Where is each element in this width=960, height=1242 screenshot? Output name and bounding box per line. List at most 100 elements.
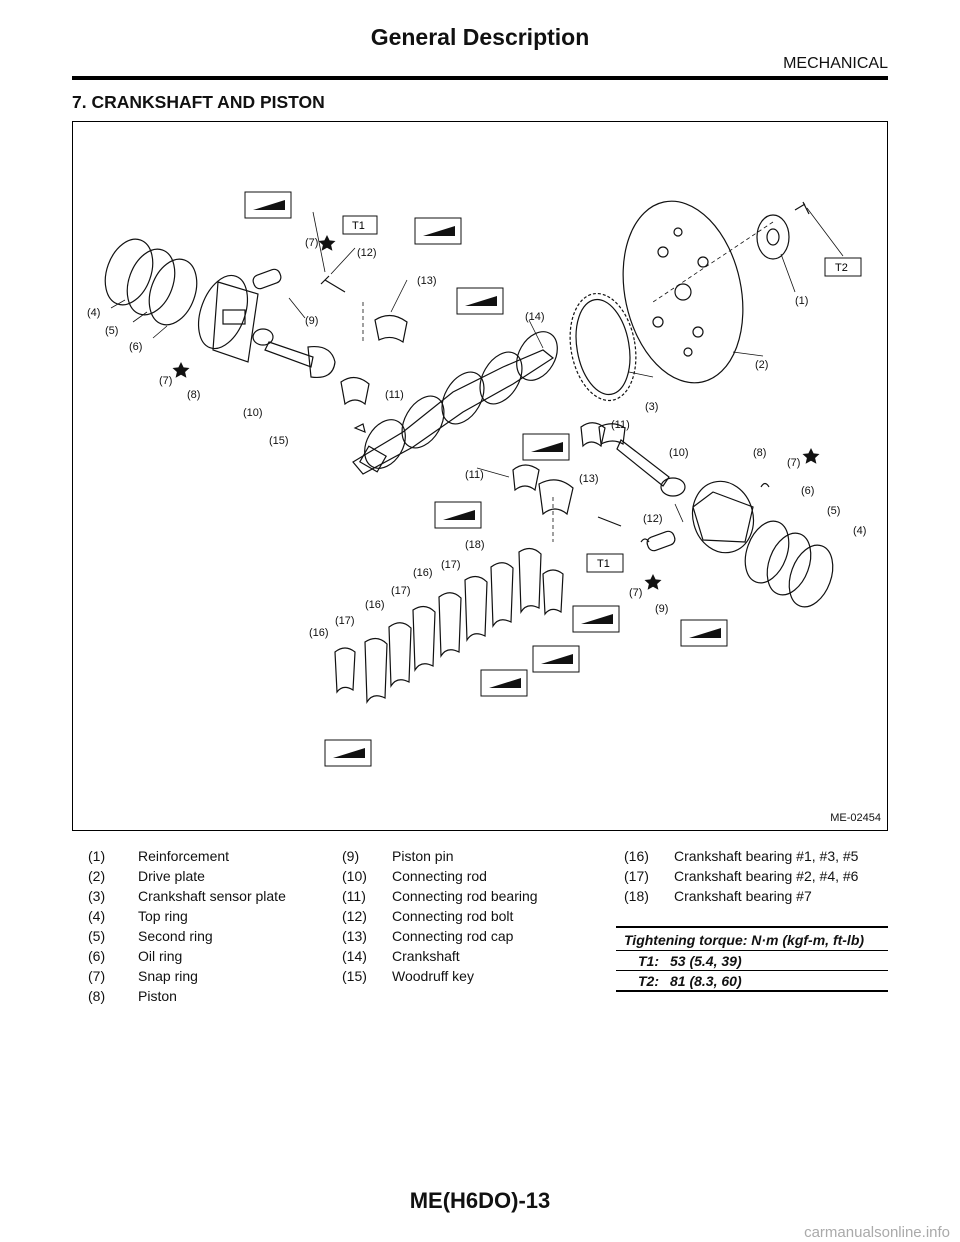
- watermark: carmanualsonline.info: [804, 1224, 950, 1241]
- svg-text:(11): (11): [465, 469, 484, 481]
- legend-text: Piston pin: [392, 848, 454, 864]
- legend-item: (5)Second ring: [88, 926, 286, 946]
- torque-key: T2:: [638, 973, 659, 989]
- legend-column-2: (9)Piston pin (10)Connecting rod (11)Con…: [342, 846, 538, 986]
- piston-right: [691, 480, 755, 554]
- snap-ring-right-upper: [760, 482, 770, 488]
- legend-num: (13): [342, 928, 367, 944]
- legend-text: Connecting rod bolt: [392, 908, 514, 924]
- legend-num: (6): [88, 948, 106, 964]
- legend-text: Connecting rod bearing: [392, 888, 538, 904]
- torque-rule-top: [616, 926, 888, 928]
- legend-item: (13)Connecting rod cap: [342, 926, 538, 946]
- legend-item: (18) Crankshaft bearing #7: [624, 886, 858, 906]
- torque-value: 81 (8.3, 60): [670, 973, 742, 989]
- reinforcement: [756, 214, 790, 260]
- legend-item: (16)Crankshaft bearing #1, #3, #5: [624, 846, 858, 866]
- svg-text:(2): (2): [755, 359, 768, 371]
- rod-bearing-right-lower: [512, 464, 540, 492]
- svg-text:(18): (18): [465, 539, 485, 551]
- legend-num: (1): [88, 848, 106, 864]
- legend-num: (18): [624, 888, 649, 904]
- legend-column-3: (16)Crankshaft bearing #1, #3, #5 (17) Cr…: [624, 846, 858, 906]
- rod-bolt-right: [597, 516, 622, 527]
- legend-item: (1) Reinforcement: [88, 846, 286, 866]
- drive-plate: [622, 200, 744, 384]
- rod-cap-right: [538, 479, 574, 516]
- connecting-rod-right: [598, 423, 686, 497]
- legend-item: (2)Drive plate: [88, 866, 286, 886]
- rod-bearing-left: [340, 376, 370, 406]
- second-ring-left: [126, 248, 176, 316]
- svg-text:(4): (4): [87, 307, 100, 319]
- page-title: General Description: [370, 24, 590, 50]
- legend-text: Oil ring: [138, 948, 183, 964]
- svg-text:(16): (16): [413, 567, 433, 579]
- figure-id: ME-02454: [830, 812, 881, 824]
- svg-text:(17): (17): [391, 585, 411, 597]
- legend-text: Woodruff key: [392, 968, 474, 984]
- svg-text:(10): (10): [243, 407, 263, 419]
- svg-text:(16): (16): [309, 627, 329, 639]
- svg-text:(5): (5): [105, 325, 118, 337]
- section-heading: 7. CRANKSHAFT AND PISTON: [72, 92, 325, 112]
- torque-value: 53 (5.4, 39): [670, 953, 742, 969]
- legend-text: Crankshaft bearing #7: [674, 888, 812, 904]
- svg-text:(15): (15): [269, 435, 289, 447]
- legend-item: (14)Crankshaft: [342, 946, 538, 966]
- svg-text:(5): (5): [827, 505, 840, 517]
- torque-row: T2: 81 (8.3, 60): [616, 971, 888, 990]
- svg-text:T1: T1: [352, 220, 365, 232]
- oil-ring-left: [148, 258, 198, 326]
- svg-text:(7): (7): [305, 237, 318, 249]
- legend-item: (10)Connecting rod: [342, 866, 538, 886]
- svg-text:(17): (17): [441, 559, 461, 571]
- torque-key: T1:: [638, 953, 659, 969]
- legend-text: Reinforcement: [138, 848, 230, 864]
- svg-text:(10): (10): [669, 447, 689, 459]
- legend-num: (17): [624, 868, 649, 884]
- svg-text:(11): (11): [611, 419, 630, 431]
- page-number: ME(H6DO)-13: [409, 1188, 551, 1213]
- header-rule: [72, 76, 888, 80]
- svg-text:(4): (4): [853, 525, 866, 537]
- svg-text:T1: T1: [597, 558, 610, 570]
- legend-text: Top ring: [138, 908, 188, 924]
- svg-text:(11): (11): [385, 389, 404, 401]
- svg-text:(7): (7): [629, 587, 642, 599]
- woodruff-key: [353, 423, 366, 433]
- reinforcement-bolt: [794, 201, 810, 215]
- crankshaft: [352, 331, 558, 475]
- svg-text:(17): (17): [335, 615, 355, 627]
- legend-num: (12): [342, 908, 367, 924]
- legend-num: (16): [624, 848, 649, 864]
- svg-text:(12): (12): [643, 513, 663, 525]
- piston-pin-right: [646, 530, 676, 552]
- legend-column-1: (1) Reinforcement (2)Drive plate (3)Crank…: [88, 846, 286, 1006]
- oil-ring-right: [744, 520, 790, 584]
- legend-num: (14): [342, 948, 367, 964]
- legend-item: (3)Crankshaft sensor plate: [88, 886, 286, 906]
- top-ring-left: [104, 238, 154, 306]
- legend-item: (12) Connecting rod bolt: [342, 906, 538, 926]
- torque-table: Tightening torque: N·m (kgf-m, ft-lb) T1…: [616, 926, 888, 992]
- rod-cap-left: [374, 314, 408, 343]
- legend-item: (8)Piston: [88, 986, 286, 1006]
- axis-lines: [362, 221, 774, 542]
- diagram-drawing: T1 T2 T1 (4) (5) (6) (7) (8) (9) (10) (7…: [87, 191, 866, 767]
- svg-text:(16): (16): [365, 599, 385, 611]
- svg-text:(12): (12): [357, 247, 377, 259]
- legend-num: (4): [88, 908, 106, 924]
- rod-bearing-right-upper: [580, 422, 606, 448]
- torque-row: T1: 53 (5.4, 39): [616, 951, 888, 970]
- legend-num: (5): [88, 928, 106, 944]
- second-ring-right: [766, 532, 812, 596]
- torque-tag-t2: T2: [824, 257, 862, 277]
- legend-text: Drive plate: [138, 868, 205, 884]
- legend-num: (3): [88, 888, 106, 904]
- torque-tag-t1-top: T1: [342, 215, 378, 235]
- lubricant-symbols: [244, 191, 728, 767]
- legend-num: (9): [342, 848, 360, 864]
- piston-left: [197, 274, 259, 363]
- legend-item: (7)Snap ring: [88, 966, 286, 986]
